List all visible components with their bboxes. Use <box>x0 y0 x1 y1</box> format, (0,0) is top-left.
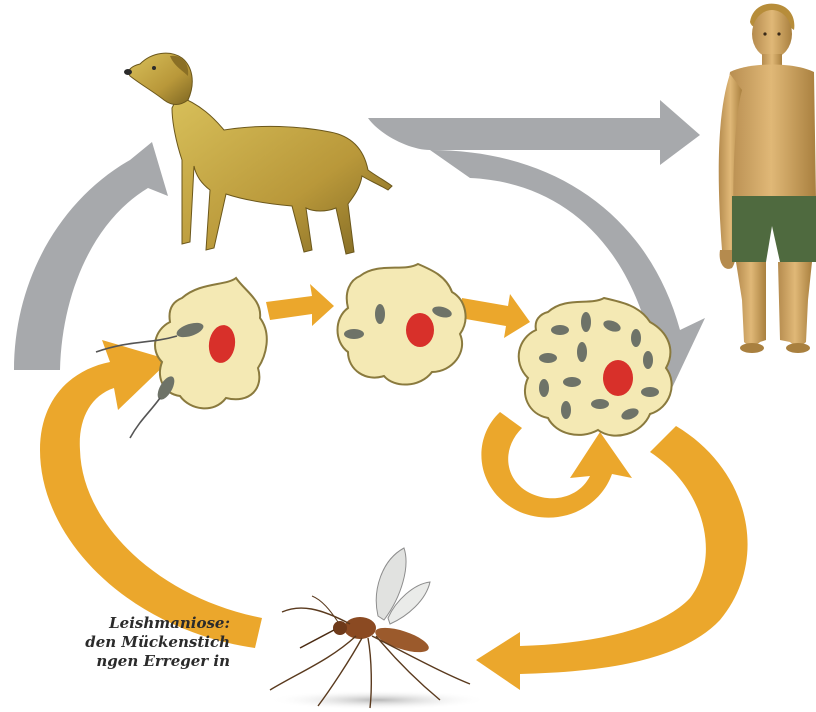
orange-arrow-cell1-to-cell2 <box>266 284 334 326</box>
cell-nucleus <box>406 313 434 347</box>
caption-line-2: den Mückenstich <box>0 633 230 652</box>
dog-icon <box>124 53 392 254</box>
infected-cell-2 <box>338 264 466 385</box>
amastigote-parasite <box>344 329 364 339</box>
caption-line-1: Leishmaniose: <box>0 614 230 633</box>
amastigote-parasite <box>375 304 385 324</box>
orange-arrow-cell2-to-cell3 <box>460 294 530 338</box>
gray-arrow-top <box>368 100 700 165</box>
human-icon <box>719 4 816 353</box>
infected-cell-3 <box>519 298 672 436</box>
caption-line-3: ngen Erreger in <box>0 652 230 671</box>
cell-nucleus <box>603 360 633 396</box>
diagram-caption: Leishmaniose: den Mückenstich ngen Erreg… <box>0 614 230 671</box>
mosquito-icon <box>268 548 488 710</box>
gray-arrow-left <box>14 142 168 370</box>
